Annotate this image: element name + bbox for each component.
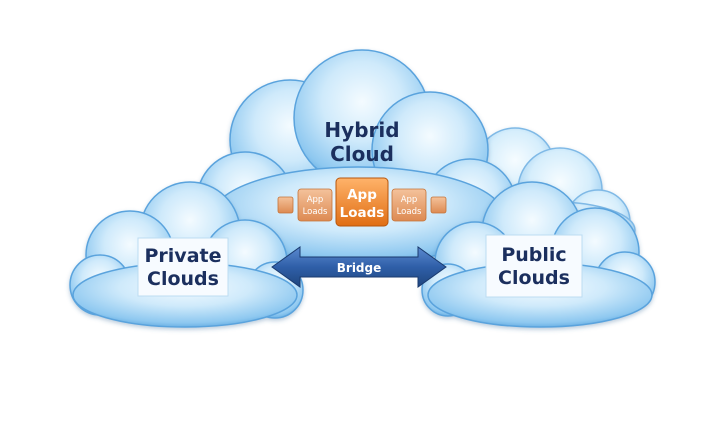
bridge-double-arrow-icon [271,246,447,288]
bridge-label: Bridge [337,261,382,275]
app-load-small-right-block [430,196,447,214]
app-load-center-block [335,177,389,227]
app-load-right-block [391,188,427,222]
public-label-box [485,234,583,298]
private-label-line1: Private [145,245,222,267]
app-load-center-line1: App [347,187,377,203]
app-load-left-line1: App [307,195,324,205]
app-load-right-line1: App [401,195,418,205]
app-load-left-line2: Loads [303,207,328,217]
hybrid-title-line1: Hybrid [324,118,399,142]
private-label-box [137,237,229,297]
app-load-center-line2: Loads [340,205,385,221]
hybrid-title-line2: Cloud [330,142,394,166]
public-label-line1: Public [501,244,566,266]
private-label-line2: Clouds [147,268,219,290]
app-load-right-line2: Loads [397,207,422,217]
app-load-small-left-block [277,196,294,214]
app-load-left-block [297,188,333,222]
public-label-line2: Clouds [498,267,570,289]
